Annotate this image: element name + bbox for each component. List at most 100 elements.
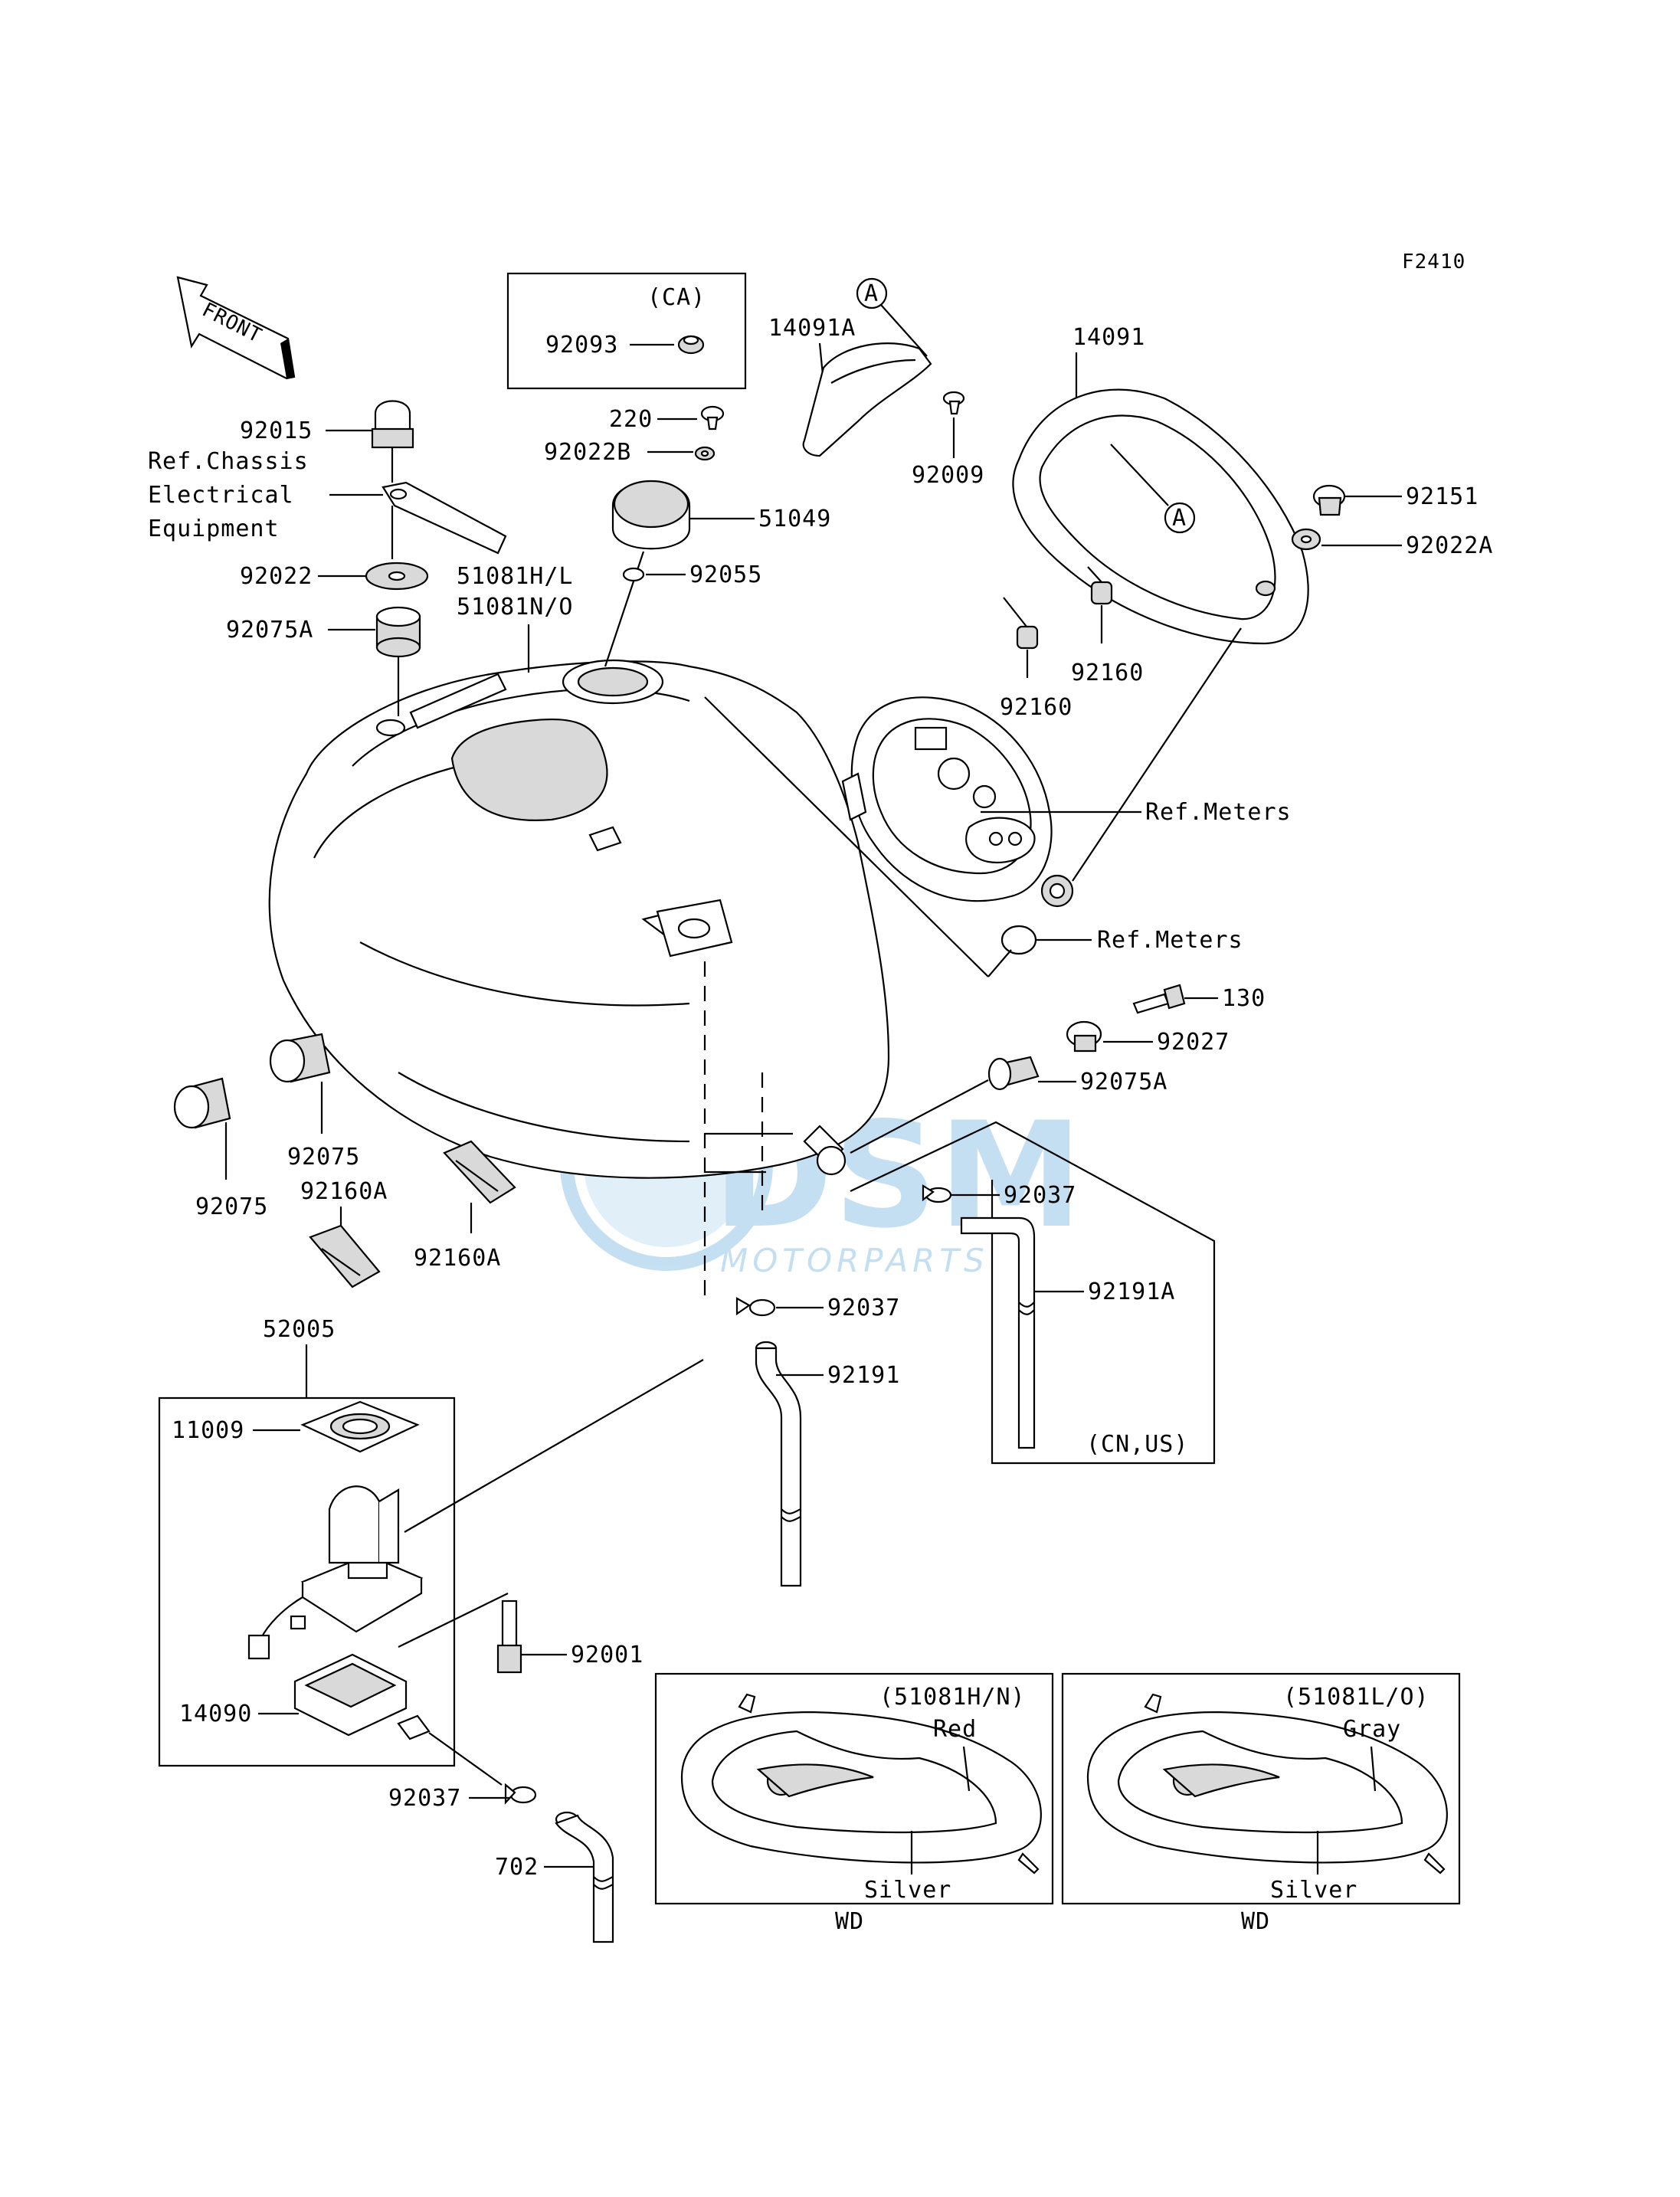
label-92022B: 92022B — [544, 439, 631, 466]
cover-14091A-icon — [802, 342, 932, 457]
meter-assembly-icon — [841, 696, 1074, 908]
grommet-92160A-1-icon — [309, 1224, 381, 1288]
label-92160A-1: 92160A — [300, 1178, 388, 1205]
meter-knob-icon — [1000, 925, 1037, 955]
grommet-92160-left-icon — [1016, 625, 1039, 650]
rubber-92075A-right-icon — [987, 1056, 1040, 1091]
label-92022A: 92022A — [1406, 532, 1493, 559]
circle-a-1-icon — [856, 277, 888, 309]
front-arrow-icon: FRONT — [176, 276, 296, 380]
label-92075-2: 92075 — [287, 1144, 360, 1171]
ref-chassis-line1: Ref.Chassis — [148, 448, 309, 475]
screw-92009-icon — [942, 391, 965, 415]
hose-92191-icon — [755, 1341, 802, 1587]
washer-92022A-icon — [1291, 528, 1321, 551]
o-ring-92055-icon — [622, 567, 645, 582]
label-92055: 92055 — [689, 562, 762, 588]
hose-cn-us-box — [850, 1121, 1216, 1465]
label-702: 702 — [495, 1854, 539, 1881]
ca-box-title: (CA) — [647, 284, 706, 311]
label-92191: 92191 — [827, 1362, 900, 1389]
flange-icon — [656, 899, 733, 958]
figure-code: F2410 — [1402, 250, 1465, 273]
label-14090: 14090 — [179, 1701, 252, 1727]
circle-a-1-label: A — [864, 280, 879, 307]
washer-92022-icon — [365, 562, 429, 591]
fuel-pump-assembly-icon — [247, 1485, 424, 1660]
label-92015: 92015 — [240, 417, 313, 444]
inset2-code: (51081L/O) — [1283, 1684, 1429, 1711]
pump-cover-14090-icon — [293, 1653, 431, 1740]
label-92022: 92022 — [240, 563, 313, 590]
grommet-92160-right-icon — [1090, 581, 1113, 605]
label-92009: 92009 — [912, 462, 984, 489]
inset-51081HN-box — [654, 1672, 1054, 1905]
screw-220-icon — [700, 405, 725, 431]
label-92037-right: 92037 — [1004, 1182, 1076, 1209]
label-51049: 51049 — [758, 506, 831, 532]
meter-cover-14091-icon — [1012, 388, 1309, 645]
tank-graphic-51081HN-icon — [680, 1693, 1042, 1874]
label-cn-us: (CN,US) — [1086, 1431, 1188, 1458]
grommet-92160A-2-icon — [443, 1140, 516, 1204]
inset1-color2: Silver — [864, 1877, 951, 1904]
ref-chassis-line3: Equipment — [148, 516, 280, 542]
label-ref-meters-1: Ref.Meters — [1145, 799, 1292, 826]
rubber-92075A-top-icon — [375, 606, 421, 658]
label-51081HL: 51081H/L — [457, 563, 574, 590]
nut-92093-icon — [677, 335, 705, 355]
label-14091A: 14091A — [768, 315, 856, 342]
circle-a-2-label: A — [1172, 505, 1187, 532]
bolt-92001-icon — [496, 1599, 522, 1674]
tank-graphic-51081LO-icon — [1086, 1693, 1448, 1874]
washer-92022B-icon — [694, 446, 716, 461]
bolt-92151-icon — [1312, 484, 1346, 516]
watermark-sub: MOTORPARTS — [720, 1242, 989, 1279]
label-130: 130 — [1222, 985, 1266, 1012]
label-14091: 14091 — [1073, 324, 1145, 351]
circle-a-2-icon — [1164, 502, 1196, 534]
label-ref-meters-2: Ref.Meters — [1097, 927, 1243, 954]
clamp-92037-right-icon — [922, 1184, 952, 1203]
clamp-92037-middle-icon — [735, 1297, 776, 1317]
label-92160A-2: 92160A — [414, 1245, 501, 1272]
label-52005: 52005 — [263, 1316, 336, 1343]
ca-box — [506, 272, 747, 390]
label-92093: 92093 — [545, 332, 618, 359]
label-11009: 11009 — [172, 1417, 244, 1444]
label-92075A-right: 92075A — [1080, 1069, 1167, 1095]
clamp-92037-bottom-icon — [504, 1783, 537, 1805]
label-92160-right: 92160 — [1071, 660, 1144, 686]
label-92160-left: 92160 — [1000, 694, 1073, 721]
hose-702-icon — [555, 1811, 614, 1943]
fuel-tank — [268, 659, 890, 1179]
inset2-color2: Silver — [1270, 1877, 1357, 1904]
bolt-130-icon — [1132, 984, 1186, 1014]
fuel-cap-51049-icon — [611, 480, 691, 550]
label-92075-1: 92075 — [195, 1193, 268, 1220]
ref-chassis-line2: Electrical — [148, 482, 294, 509]
gasket-11009-icon — [300, 1400, 420, 1453]
label-92001: 92001 — [571, 1642, 644, 1668]
rubber-92075-1-icon — [173, 1077, 231, 1129]
label-51081NO: 51081N/O — [457, 594, 574, 620]
inset2-wd: WD — [1241, 1908, 1270, 1935]
inset1-color1: Red — [933, 1716, 977, 1743]
label-92075A-top: 92075A — [226, 617, 313, 643]
collar-92027-icon — [1066, 1020, 1102, 1053]
label-92027: 92027 — [1157, 1029, 1230, 1056]
fuel-pump-box — [158, 1396, 456, 1767]
inset-51081LO-box — [1061, 1672, 1461, 1905]
hose-92191A-icon — [960, 1216, 1036, 1449]
bracket-icon — [382, 481, 507, 555]
label-92037-middle: 92037 — [827, 1295, 900, 1321]
inset1-code: (51081H/N) — [879, 1684, 1026, 1711]
inset2-color1: Gray — [1343, 1716, 1401, 1743]
label-220: 220 — [609, 406, 653, 433]
label-92037-bottom: 92037 — [388, 1785, 461, 1812]
label-92151: 92151 — [1406, 483, 1479, 510]
rubber-92075-2-icon — [269, 1033, 331, 1083]
cap-nut-92015-icon — [371, 400, 414, 449]
label-92191A: 92191A — [1088, 1279, 1175, 1305]
